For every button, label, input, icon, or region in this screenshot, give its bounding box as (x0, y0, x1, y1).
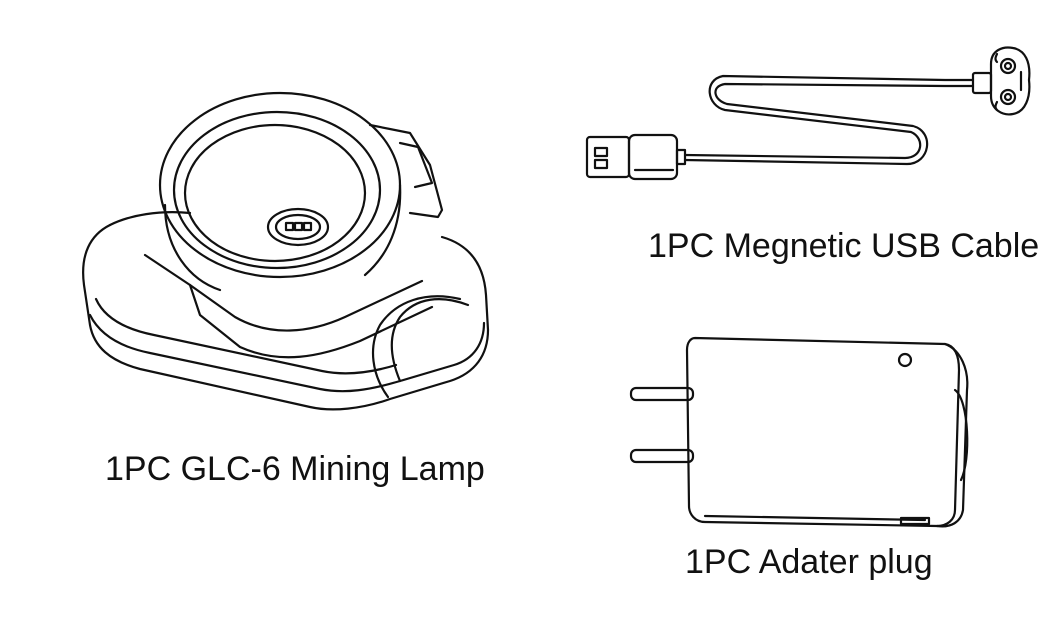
lamp-caption: 1PC GLC-6 Mining Lamp (105, 450, 485, 488)
adapter-plug-icon (625, 330, 975, 530)
adapter-plug-figure (625, 330, 975, 530)
usb-cable-figure (585, 40, 1035, 190)
mining-lamp-figure (70, 85, 510, 425)
cable-caption: 1PC Megnetic USB Cable (648, 227, 1040, 265)
usb-cable-icon (585, 40, 1035, 190)
mining-lamp-icon (70, 85, 510, 425)
adapter-caption: 1PC Adater plug (685, 543, 933, 581)
